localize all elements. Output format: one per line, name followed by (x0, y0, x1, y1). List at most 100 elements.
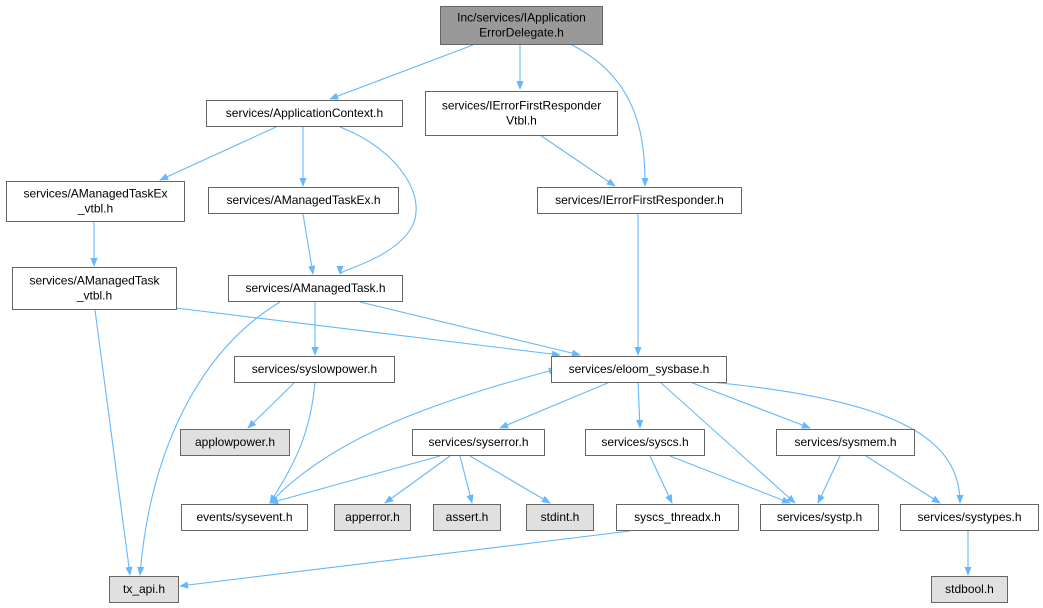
dependency-edge (269, 455, 441, 505)
dependency-edge (659, 381, 796, 504)
dependency-edge (689, 381, 811, 429)
node-label: Vtbl.h (506, 114, 537, 128)
dependency-edge (817, 455, 841, 504)
dependency-edge (159, 126, 277, 181)
graph-node-amtex[interactable]: services/AManagedTaskEx.h (208, 187, 399, 214)
dependency-edge (384, 455, 451, 504)
dependency-edge (179, 530, 631, 589)
dependency-edges (90, 44, 972, 589)
node-box (234, 356, 395, 383)
dependency-edge (865, 455, 941, 504)
node-box (760, 504, 879, 531)
graph-node-alp: applowpower.h (180, 429, 290, 456)
dependency-edge (269, 381, 316, 504)
dependency-edge (94, 309, 133, 576)
node-label: _vtbl.h (77, 202, 113, 216)
node-box (228, 275, 403, 302)
graph-node-amt[interactable]: services/AManagedTask.h (228, 275, 403, 302)
graph-node-actx[interactable]: services/ApplicationContext.h (206, 100, 403, 127)
node-label: apperror.h (345, 510, 400, 524)
node-box (6, 181, 185, 222)
graph-node-iefr[interactable]: services/IErrorFirstResponder.h (537, 187, 742, 214)
dependency-edge (269, 367, 558, 504)
node-label: services/AManagedTask.h (245, 281, 385, 295)
node-label: services/syscs.h (601, 435, 688, 449)
graph-node-sbool: stdbool.h (931, 576, 1008, 603)
dependency-edge (336, 126, 417, 275)
graph-node-systp[interactable]: services/systp.h (760, 504, 879, 531)
dependency-edge (636, 381, 644, 429)
node-box (206, 100, 403, 127)
dependency-edge (302, 213, 316, 275)
node-label: _vtbl.h (76, 289, 112, 303)
graph-node-amtv[interactable]: services/AManagedTask_vtbl.h (12, 267, 177, 310)
node-label: stdint.h (541, 510, 580, 524)
dependency-nodes: Inc/services/IApplicationErrorDelegate.h… (6, 6, 1039, 603)
node-box (526, 504, 594, 531)
dependency-edge (571, 44, 649, 187)
dependency-edge (459, 455, 474, 504)
graph-node-esb[interactable]: services/eloom_sysbase.h (551, 356, 727, 383)
graph-node-sint: stdint.h (526, 504, 594, 531)
node-label: services/systypes.h (917, 510, 1021, 524)
node-box (616, 504, 739, 531)
node-box (208, 187, 399, 214)
dependency-edge (709, 381, 964, 504)
dependency-edge (329, 44, 474, 100)
node-box (433, 504, 501, 531)
node-label: services/syserror.h (428, 435, 528, 449)
node-box (900, 504, 1039, 531)
dependency-edge (247, 381, 296, 429)
node-box (931, 576, 1008, 603)
graph-node-aerr: apperror.h (334, 504, 411, 531)
node-box (585, 429, 705, 456)
node-label: services/eloom_sysbase.h (569, 362, 710, 376)
node-label: services/IErrorFirstResponder (442, 99, 601, 113)
graph-node-scs[interactable]: services/syscs.h (585, 429, 705, 456)
node-label: services/AManagedTaskEx (23, 187, 167, 201)
dependency-edge (137, 301, 281, 576)
node-label: stdbool.h (945, 582, 994, 596)
graph-node-smem[interactable]: services/sysmem.h (776, 429, 915, 456)
node-label: applowpower.h (195, 435, 275, 449)
node-label: services/AManagedTaskEx.h (226, 193, 380, 207)
graph-node-amtexv[interactable]: services/AManagedTaskEx_vtbl.h (6, 181, 185, 222)
graph-node-scstx[interactable]: syscs_threadx.h (616, 504, 739, 531)
dependency-edge (499, 381, 611, 429)
node-label: services/syslowpower.h (252, 362, 377, 376)
node-box (180, 429, 290, 456)
graph-node-asrt: assert.h (433, 504, 501, 531)
graph-node-slp[interactable]: services/syslowpower.h (234, 356, 395, 383)
graph-node-evt[interactable]: events/sysevent.h (181, 504, 308, 531)
node-box (334, 504, 411, 531)
node-label: events/sysevent.h (196, 510, 292, 524)
node-label: services/ApplicationContext.h (226, 106, 383, 120)
dependency-edge (359, 301, 581, 357)
node-label: ErrorDelegate.h (479, 26, 564, 40)
graph-node-serr[interactable]: services/syserror.h (412, 429, 545, 456)
node-box (537, 187, 742, 214)
dependency-edge (539, 134, 616, 187)
node-label: services/AManagedTask (29, 274, 160, 288)
dependency-edge (669, 455, 791, 504)
node-box (12, 267, 177, 310)
node-label: services/systp.h (777, 510, 862, 524)
node-box (181, 504, 308, 531)
node-box (425, 91, 618, 136)
node-label: tx_api.h (123, 582, 165, 596)
dependency-edge (175, 307, 561, 358)
node-label: Inc/services/IApplication (457, 11, 586, 25)
node-box (551, 356, 727, 383)
dependency-edge (649, 455, 673, 504)
node-box (109, 576, 179, 603)
node-label: services/sysmem.h (794, 435, 896, 449)
graph-node-systy[interactable]: services/systypes.h (900, 504, 1039, 531)
node-box (440, 6, 603, 45)
node-box (776, 429, 915, 456)
node-label: assert.h (446, 510, 489, 524)
dependency-edge (469, 455, 551, 504)
node-box (412, 429, 545, 456)
